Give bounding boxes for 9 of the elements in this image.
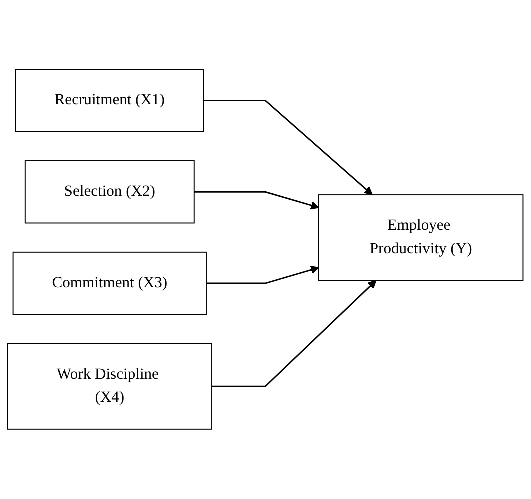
node-box: Selection (X2) xyxy=(24,160,195,224)
node-box: Commitment (X3) xyxy=(12,252,207,316)
arrow xyxy=(206,266,320,284)
node-box: Employee Productivity (Y) xyxy=(318,194,524,282)
arrow xyxy=(204,100,373,196)
node-box: Work Discipline (X4) xyxy=(7,343,212,430)
node-box: Recruitment (X1) xyxy=(15,69,204,132)
arrow xyxy=(212,280,377,388)
arrow xyxy=(194,191,320,210)
